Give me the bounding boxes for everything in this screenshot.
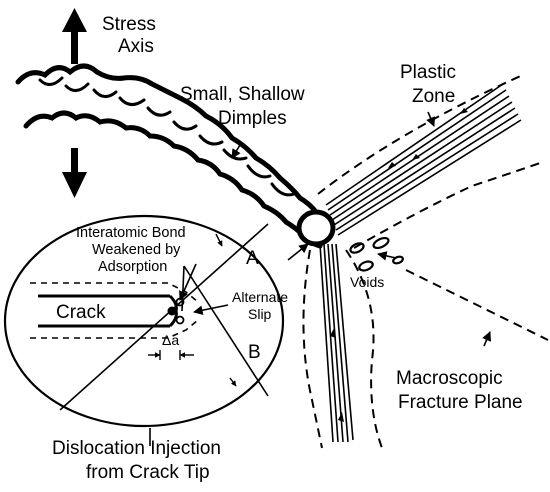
crack-tip-icon (296, 209, 336, 247)
plane-b-label: B (248, 342, 261, 363)
upper-slip-arrows (388, 108, 468, 168)
crack-label: Crack (56, 302, 106, 323)
plastic-zone-boundary (302, 73, 549, 449)
plane-a-label: A (246, 248, 259, 269)
stress-arrow-up-icon (62, 8, 87, 64)
voids-label: Voids (350, 274, 384, 290)
crack-tip-magnified-icon (3, 214, 285, 428)
stress-arrow-down-icon (62, 148, 87, 198)
void-icon (349, 236, 404, 272)
delta-a-label: Δa (162, 332, 179, 348)
lower-slip-arrows (330, 328, 344, 422)
pointer-arrows (149, 111, 492, 446)
lower-slip-band (319, 243, 354, 443)
dimpled-fracture-surface (15, 63, 323, 249)
upper-slip-band (325, 83, 522, 236)
